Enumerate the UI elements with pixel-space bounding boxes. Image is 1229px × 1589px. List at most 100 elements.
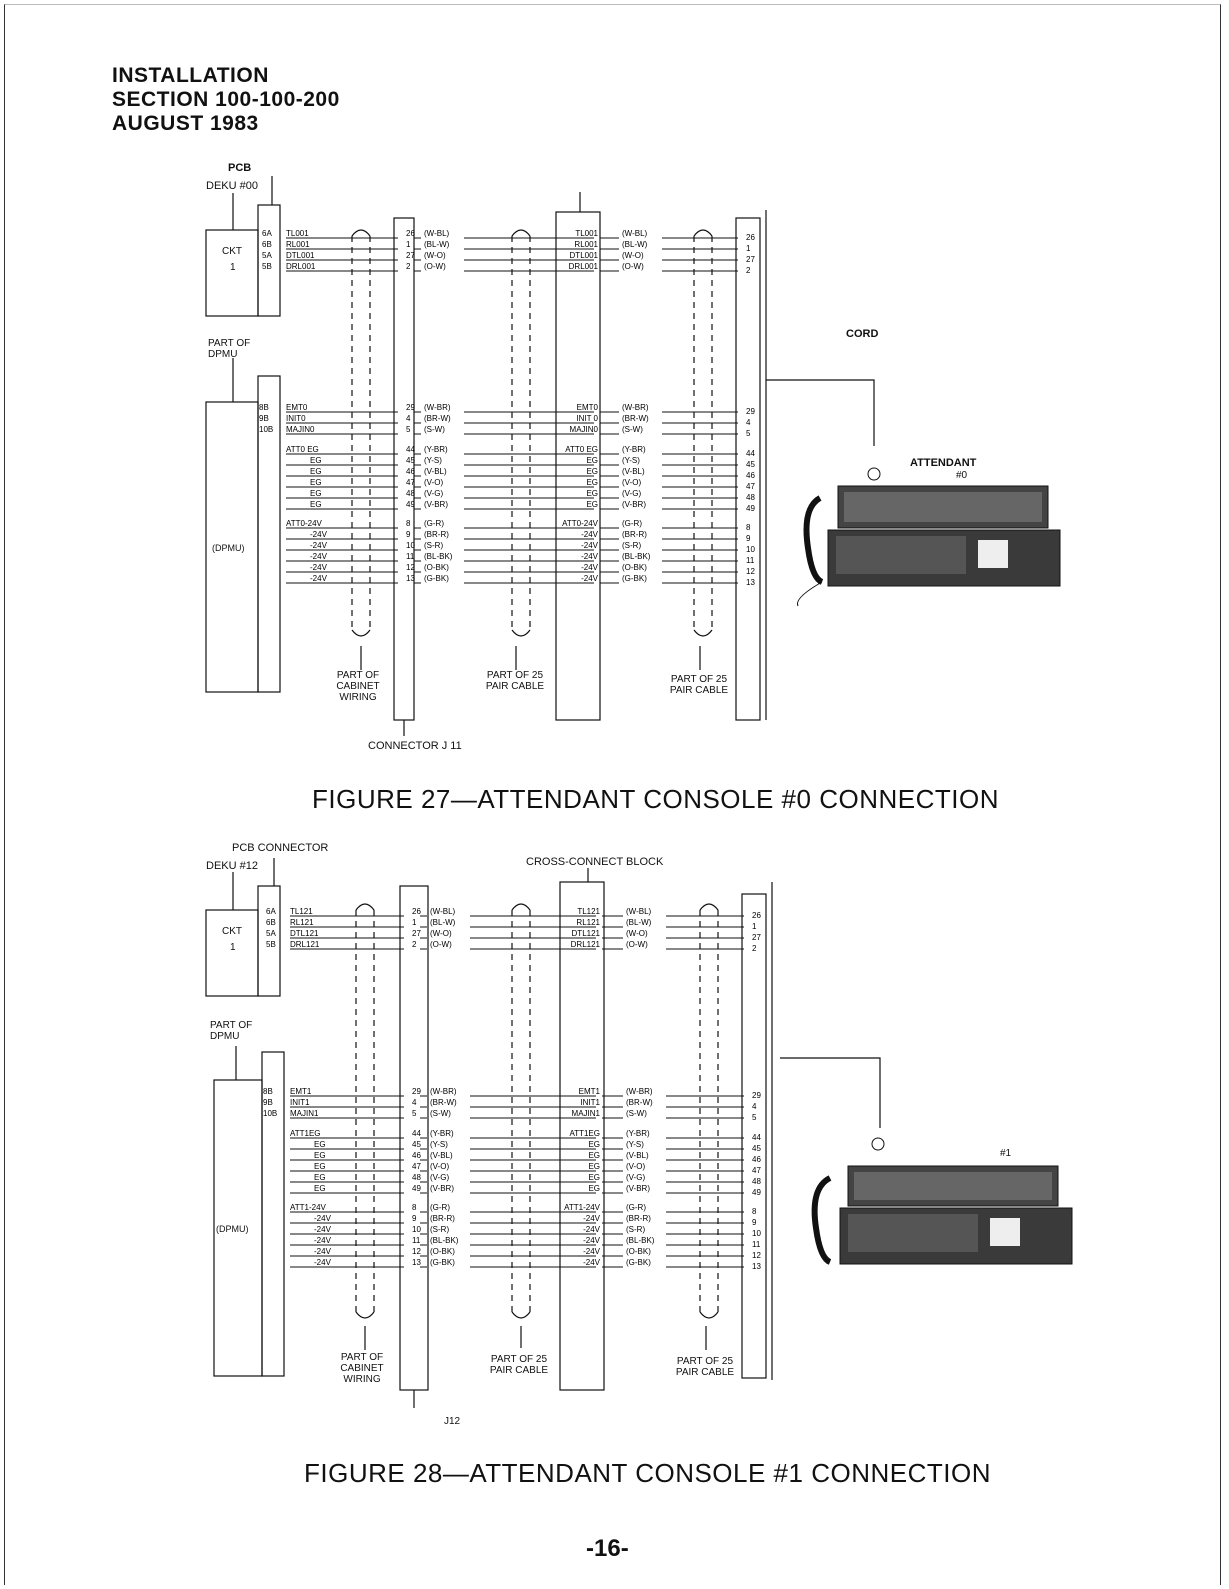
terminal-pin-number: 27 <box>752 933 761 942</box>
connector-pin-number: 4 <box>412 1098 417 1107</box>
pcb-connector-strip-1 <box>257 885 281 997</box>
figure-28-caption: FIGURE 28—ATTENDANT CONSOLE #1 CONNECTIO… <box>304 1458 991 1488</box>
wire-color-code-right: (V-O) <box>626 1162 645 1171</box>
cross-connect-lead-label: -24V <box>581 530 599 539</box>
cross-connect-lead-label: DTL121 <box>572 929 601 938</box>
cross-connect-lead-label: -24V <box>583 1258 601 1267</box>
connector-pin-number: 29 <box>406 403 415 412</box>
wire-color-code-right: (Y-BR) <box>626 1129 650 1138</box>
terminal-pin-number: 9 <box>746 534 751 543</box>
fig27-attendant-label: ATTENDANT <box>910 457 977 469</box>
cross-connect-lead-label: EG <box>588 1184 600 1193</box>
terminal-pin-number: 48 <box>746 493 755 502</box>
connector-pin-number: 26 <box>412 907 421 916</box>
fig28-part-cabinet-wiring: PART OF CABINET WIRING <box>340 1352 384 1385</box>
connector-pin-number: 11 <box>406 552 415 561</box>
figure-27-caption: FIGURE 27—ATTENDANT CONSOLE #0 CONNECTIO… <box>312 784 999 814</box>
wire-color-code-right: (BR-R) <box>622 530 647 539</box>
terminal-pin-number: 29 <box>746 407 755 416</box>
wire-color-code: (W-BR) <box>430 1087 457 1096</box>
fig27-ckt-label: CKT <box>222 246 242 257</box>
wire-color-code: (BR-W) <box>430 1098 457 1107</box>
cross-connect-lead-label: DRL121 <box>571 940 601 949</box>
dpmu-lead-label: EG <box>310 478 322 487</box>
wire-color-code-right: (W-BR) <box>622 403 649 412</box>
pcb-lead-label: DTL001 <box>286 251 315 260</box>
wire-color-code-right: (W-O) <box>626 929 648 938</box>
connector-pin-number: 45 <box>412 1140 421 1149</box>
terminal-pin-number: 9 <box>752 1218 757 1227</box>
terminal-pin-number: 26 <box>746 233 755 242</box>
dpmu-lead-label: ATT1-24V <box>290 1203 327 1212</box>
cross-connect-lead-label: -24V <box>583 1214 601 1223</box>
dpmu-lead-label: INIT1 <box>290 1098 310 1107</box>
wire-color-code: (W-BR) <box>424 403 451 412</box>
wire-color-code-right: (O-W) <box>626 940 648 949</box>
connector-pin-number: 47 <box>406 478 415 487</box>
wire-color-code: (W-O) <box>424 251 446 260</box>
fig28-part-25-pair-a: PART OF 25 PAIR CABLE <box>489 1354 549 1376</box>
wire-color-code-right: (BL-BK) <box>626 1236 655 1245</box>
connector-pin-number: 47 <box>412 1162 421 1171</box>
wire-color-code: (G-BK) <box>430 1258 455 1267</box>
dpmu-lead-label: EG <box>314 1151 326 1160</box>
wire-color-code: (Y-S) <box>430 1140 448 1149</box>
dpmu-lead-label: EG <box>310 500 322 509</box>
wire-color-code: (W-BL) <box>430 907 456 916</box>
wire-color-code-right: (S-R) <box>622 541 641 550</box>
terminal-pin-number: 48 <box>752 1177 761 1186</box>
connector-pin-number: 44 <box>406 445 415 454</box>
connector-pin-number: 2 <box>406 262 411 271</box>
dpmu-lead-label: -24V <box>310 563 328 572</box>
cross-connect-lead-label: INIT 0 <box>576 414 598 423</box>
wire-color-code: (V-BL) <box>430 1151 453 1160</box>
fig28-deku-label: DEKU #12 <box>206 860 258 872</box>
cross-connect-lead-label: EG <box>586 456 598 465</box>
cross-connect-lead-label: ATT1-24V <box>564 1203 601 1212</box>
pcb-pin-label: 5A <box>266 929 276 938</box>
pcb-pin-label: 6A <box>266 907 276 916</box>
connector-pin-number: 45 <box>406 456 415 465</box>
wire-color-code-right: (W-BL) <box>626 907 652 916</box>
cross-connect-lead-label: EG <box>586 489 598 498</box>
terminal-pin-number: 8 <box>752 1207 757 1216</box>
fig27-pcb-label: PCB <box>228 162 252 174</box>
wire-color-code: (V-O) <box>424 478 443 487</box>
right-terminal-strip-1 <box>741 893 767 1379</box>
wire-color-code: (G-R) <box>430 1203 450 1212</box>
pcb-lead-label: RL121 <box>290 918 314 927</box>
terminal-pin-number: 49 <box>746 504 755 513</box>
terminal-pin-number: 4 <box>752 1102 757 1111</box>
wire-color-code: (V-BL) <box>424 467 447 476</box>
wire-color-code-right: (S-R) <box>626 1225 645 1234</box>
wire-color-code-right: (V-G) <box>626 1173 645 1182</box>
wire-color-code-right: (G-BK) <box>622 574 647 583</box>
cross-connect-lead-label: -24V <box>581 574 599 583</box>
wire-color-code: (BL-BK) <box>424 552 453 561</box>
terminal-pin-number: 47 <box>746 482 755 491</box>
cross-connect-lead-label: EG <box>588 1140 600 1149</box>
connector-pin-number: 26 <box>406 229 415 238</box>
connector-pin-number: 1 <box>412 918 417 927</box>
terminal-pin-number: 47 <box>752 1166 761 1175</box>
terminal-pin-number: 4 <box>746 418 751 427</box>
terminal-pin-number: 5 <box>746 429 751 438</box>
cross-connect-lead-label: ATT0-24V <box>562 519 599 528</box>
pcb-pin-label: 5A <box>262 251 272 260</box>
pcb-pin-label: 6B <box>262 240 272 249</box>
cross-connect-block-body <box>555 211 601 721</box>
wire-color-code: (V-G) <box>430 1173 449 1182</box>
connector-pin-number: 46 <box>412 1151 421 1160</box>
dpmu-lead-label: EG <box>310 489 322 498</box>
wire-color-code: (V-G) <box>424 489 443 498</box>
dpmu-lead-label: MAJIN1 <box>290 1109 319 1118</box>
wire-color-code-right: (G-BK) <box>626 1258 651 1267</box>
connector-pin-number: 5 <box>406 425 411 434</box>
cross-connect-lead-label: EG <box>586 478 598 487</box>
wire-color-code-right: (Y-BR) <box>622 445 646 454</box>
connector-pin-number: 2 <box>412 940 417 949</box>
connector-pin-number: 9 <box>412 1214 417 1223</box>
pcb-pin-label: 6B <box>266 918 276 927</box>
terminal-pin-number: 46 <box>746 471 755 480</box>
terminal-pin-number: 44 <box>746 449 755 458</box>
